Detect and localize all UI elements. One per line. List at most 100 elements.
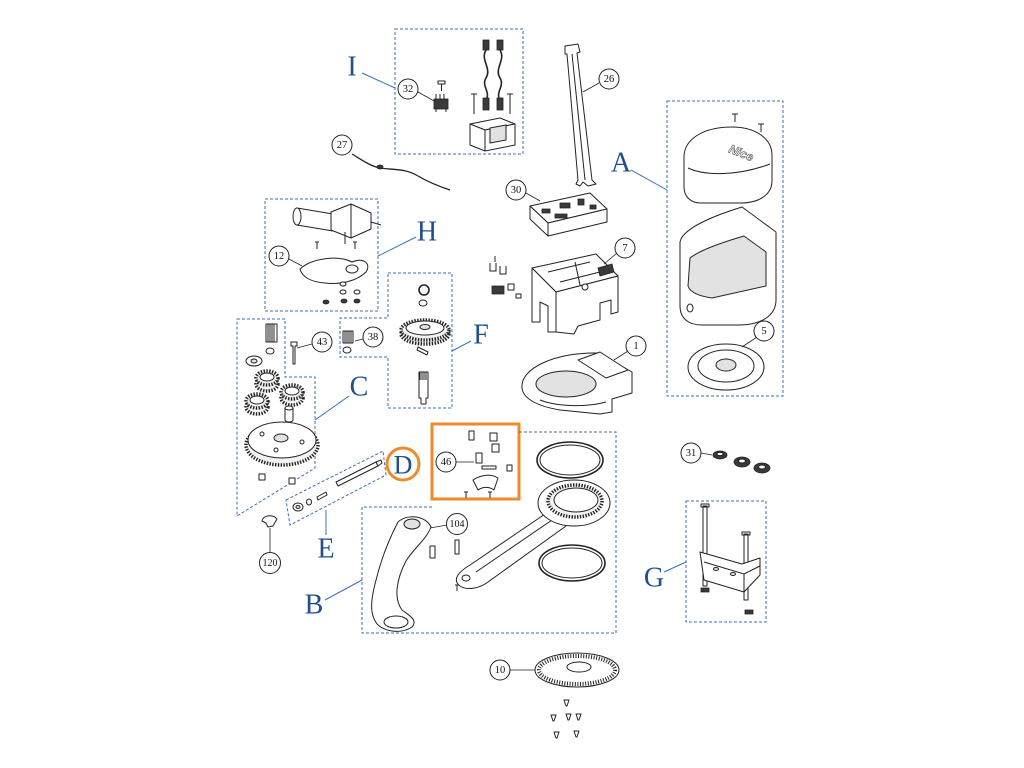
- group-i-label[interactable]: I: [347, 52, 356, 83]
- group-g-outline[interactable]: [685, 500, 767, 623]
- callout-12-leader: [288, 258, 303, 267]
- group-c[interactable]: C 43: [236, 318, 369, 517]
- callout-27-label: 27: [337, 140, 348, 151]
- callout-120-label: 120: [263, 558, 278, 569]
- group-e[interactable]: E: [285, 450, 387, 565]
- group-b[interactable]: B 104: [305, 431, 617, 634]
- spacer: [284, 405, 294, 423]
- group-f-outline[interactable]: [339, 272, 453, 409]
- group-a-outline[interactable]: [666, 100, 784, 397]
- callout-26-leader: [582, 82, 600, 93]
- callout-12: 12: [268, 245, 290, 267]
- chassis-part-7: [531, 253, 619, 335]
- group-d[interactable]: D 46: [385, 422, 521, 501]
- group-h-leader: [377, 236, 417, 257]
- group-a-label[interactable]: A: [611, 148, 632, 179]
- group-i[interactable]: I 32: [347, 28, 524, 155]
- callout-1-label: 1: [633, 341, 638, 352]
- callout-5: 5: [753, 320, 775, 342]
- callout-46: 46: [435, 451, 457, 473]
- callout-10: 10: [489, 659, 511, 681]
- group-g[interactable]: G: [644, 500, 767, 623]
- group-e-outline[interactable]: [285, 450, 387, 526]
- connector-part-32: [433, 94, 449, 112]
- pinion: [265, 323, 278, 355]
- motor-screws: [315, 241, 357, 249]
- screw: [437, 80, 446, 91]
- retaining-ring: [418, 284, 430, 296]
- callout-7-leader: [603, 252, 618, 265]
- group-e-label[interactable]: E: [317, 534, 334, 565]
- encoder-disc-part-10: [534, 652, 620, 688]
- nut: [292, 502, 304, 512]
- callout-5-leader: [741, 336, 758, 348]
- callout-10-label: 10: [495, 665, 506, 676]
- callout-32-leader: [417, 91, 435, 102]
- planetary-gear-1: [254, 369, 280, 393]
- strap-part-26: [564, 43, 597, 187]
- group-d-highlight-box[interactable]: [430, 422, 521, 501]
- mounting-bracket: [699, 551, 761, 593]
- washer: [245, 355, 263, 367]
- callout-38-leader: [354, 338, 364, 342]
- bolt-part-43: [290, 341, 298, 365]
- cover-screws: [732, 113, 764, 132]
- bushing: [306, 498, 312, 506]
- group-c-label[interactable]: C: [350, 372, 369, 403]
- callout-38: 38: [362, 326, 384, 348]
- cable-part-27: [351, 153, 451, 191]
- output-shaft: [418, 371, 429, 405]
- wire-pair: [471, 39, 513, 114]
- arm-screw: [455, 584, 459, 591]
- group-f[interactable]: F 38: [339, 272, 489, 409]
- group-b-outline[interactable]: [361, 431, 617, 634]
- callout-12-label: 12: [274, 251, 285, 262]
- callout-7-label: 7: [622, 243, 627, 254]
- transformer: [469, 117, 516, 152]
- callout-26-label: 26: [604, 74, 615, 85]
- callout-1: 1: [625, 335, 647, 357]
- group-a[interactable]: A Nice 5: [611, 100, 784, 397]
- group-b-label[interactable]: B: [305, 590, 324, 621]
- disc-screws: [550, 699, 582, 739]
- planet-carrier-disc: [244, 421, 320, 467]
- callout-30-leader: [525, 192, 541, 202]
- group-d-highlight-circle[interactable]: [385, 446, 421, 482]
- planetary-gear-2: [279, 383, 305, 407]
- group-b-leader: [324, 579, 363, 601]
- small-clips: [489, 256, 522, 299]
- group-h-label[interactable]: H: [417, 217, 437, 248]
- mounting-plate-part-12: [299, 257, 369, 284]
- callout-32-label: 32: [403, 84, 414, 95]
- o-ring-upper: [536, 441, 604, 479]
- callout-7: 7: [614, 237, 636, 259]
- washers-part-31: [712, 450, 771, 474]
- group-a-leader: [630, 169, 668, 191]
- straight-arm: [455, 479, 611, 590]
- small-bushings: [258, 473, 296, 485]
- callout-43-label: 43: [317, 337, 328, 348]
- callout-31-label: 31: [686, 448, 697, 459]
- group-d-label[interactable]: D: [394, 451, 413, 480]
- callout-1-leader: [613, 350, 629, 361]
- small-fasteners: [322, 281, 361, 305]
- callout-30: 30: [505, 179, 527, 201]
- group-h-outline[interactable]: [264, 198, 379, 312]
- callout-104-leader: [429, 524, 448, 529]
- group-g-leader: [663, 561, 687, 573]
- curved-arm-part-104: [371, 516, 432, 632]
- callout-27: 27: [331, 134, 353, 156]
- pinion-part-38: [342, 330, 354, 354]
- group-g-label[interactable]: G: [644, 563, 664, 594]
- release-kit-parts: [464, 430, 513, 498]
- callout-26: 26: [598, 68, 620, 90]
- callout-31: 31: [680, 442, 702, 464]
- group-c-outline[interactable]: [236, 318, 316, 517]
- control-board-part-30: [529, 192, 608, 237]
- group-i-outline[interactable]: [394, 28, 524, 155]
- washer: [418, 299, 428, 307]
- group-h[interactable]: H 12: [264, 198, 437, 312]
- group-f-label[interactable]: F: [473, 320, 489, 351]
- callout-46-label: 46: [441, 457, 452, 468]
